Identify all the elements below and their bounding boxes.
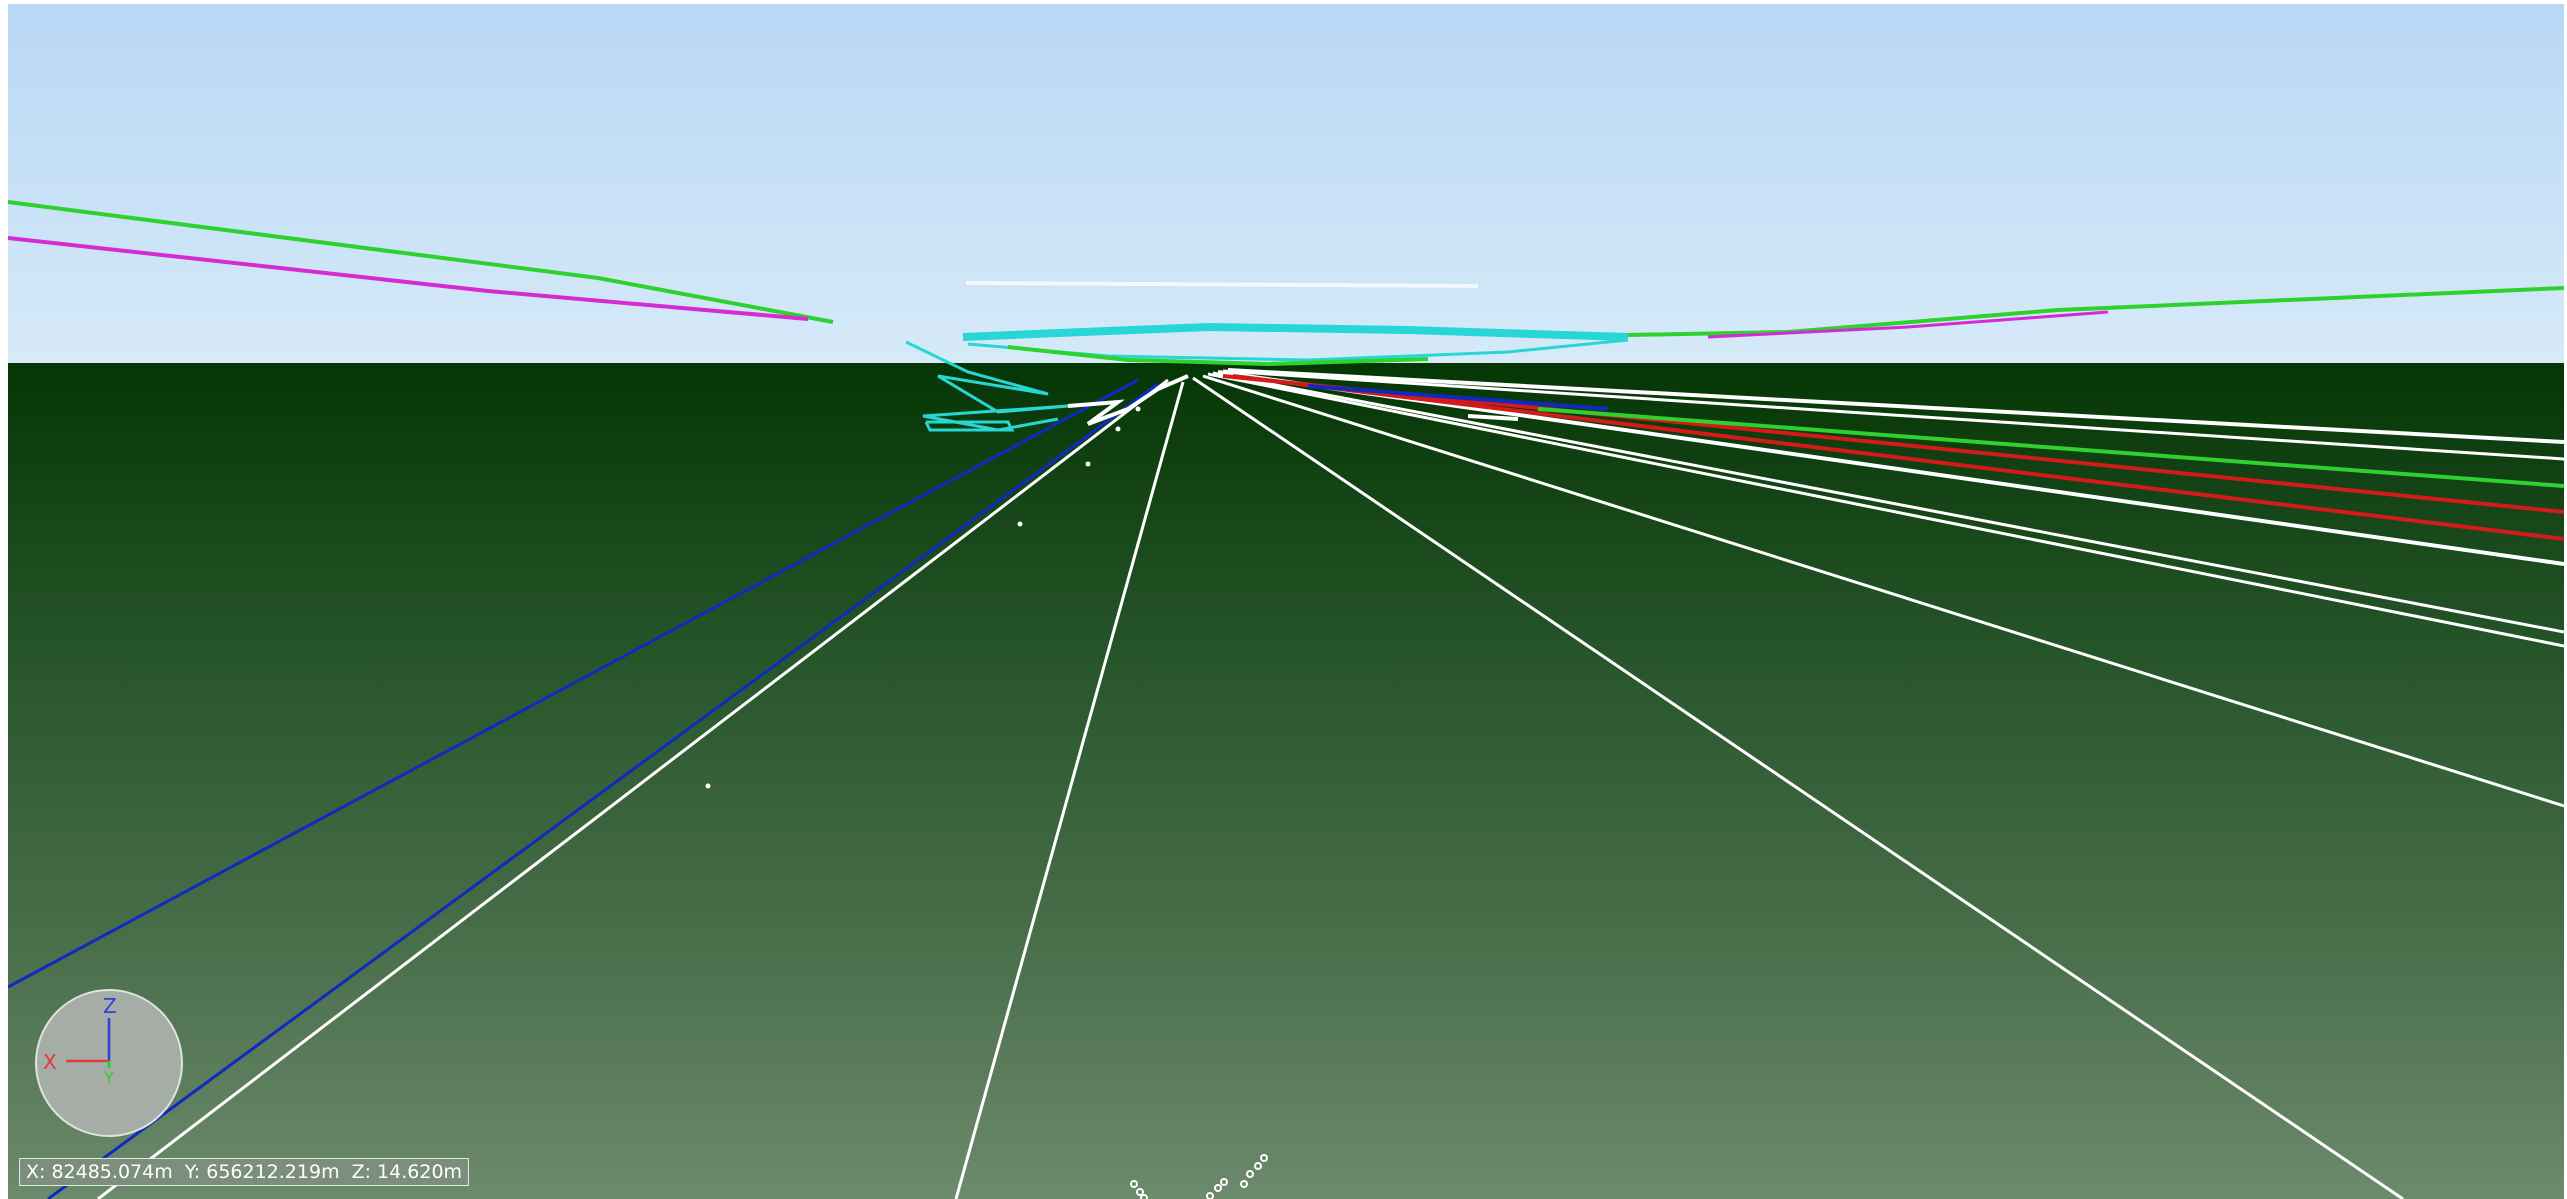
magenta-line-right: [1707, 310, 2109, 339]
survey-point: [1115, 426, 1121, 432]
white-line-right-1: [1192, 376, 2404, 1199]
survey-linework: [8, 200, 2564, 1199]
survey-point-chain: [1130, 1154, 1268, 1199]
blue-line-inner: [47, 382, 1159, 1199]
cyan-structure-box: [924, 420, 1015, 432]
y-axis-label: Y: [103, 1068, 114, 1087]
white-line-right-4: [1212, 371, 2564, 634]
z-axis-label: Z: [103, 994, 117, 1018]
green-line-right-ground: [1537, 407, 2564, 488]
sky-background: [8, 4, 2564, 364]
red-line-2: [1232, 374, 2564, 541]
white-line-left: [97, 378, 1169, 1199]
blue-line-outer: [8, 378, 1139, 989]
white-fragments-center: [1067, 374, 1189, 426]
cyan-bridge-deck: [962, 322, 1629, 341]
cyan-structure-zigzag: [905, 340, 1069, 432]
white-line-right-3: [1207, 372, 2564, 648]
z-coordinate: Z: 14.620m: [351, 1161, 463, 1183]
white-line-right-2: [1202, 374, 2564, 808]
survey-point: [1135, 406, 1141, 412]
white-line-right-7: [1222, 369, 2564, 461]
survey-point: [705, 783, 711, 789]
survey-point: [1017, 521, 1023, 527]
x-coordinate: X: 82485.074m: [26, 1161, 173, 1183]
3d-viewport[interactable]: Z X Y: [8, 4, 2564, 1199]
white-line-right-5: [1217, 370, 2564, 566]
green-line-right: [1627, 286, 2564, 337]
y-coordinate: Y: 656212.219m: [184, 1161, 340, 1183]
magenta-line-left: [8, 236, 809, 321]
cyan-bridge-underside: [967, 338, 1629, 362]
white-line-right-6: [1227, 368, 2564, 444]
cursor-coordinates-readout: X: 82485.074m Y: 656212.219m Z: 14.620m: [19, 1158, 470, 1186]
white-line-center: [954, 381, 1185, 1199]
sky-white-line: [965, 281, 1479, 288]
red-line-1: [1222, 374, 2564, 514]
blue-line-right-ground: [1307, 384, 1609, 411]
survey-point: [1085, 461, 1091, 467]
axis-gizmo[interactable]: Z X Y: [34, 988, 184, 1138]
white-dash-right: [1467, 414, 1519, 421]
x-axis-label: X: [43, 1050, 57, 1074]
green-line-horizon: [1007, 345, 1429, 367]
green-line-left: [8, 200, 834, 324]
